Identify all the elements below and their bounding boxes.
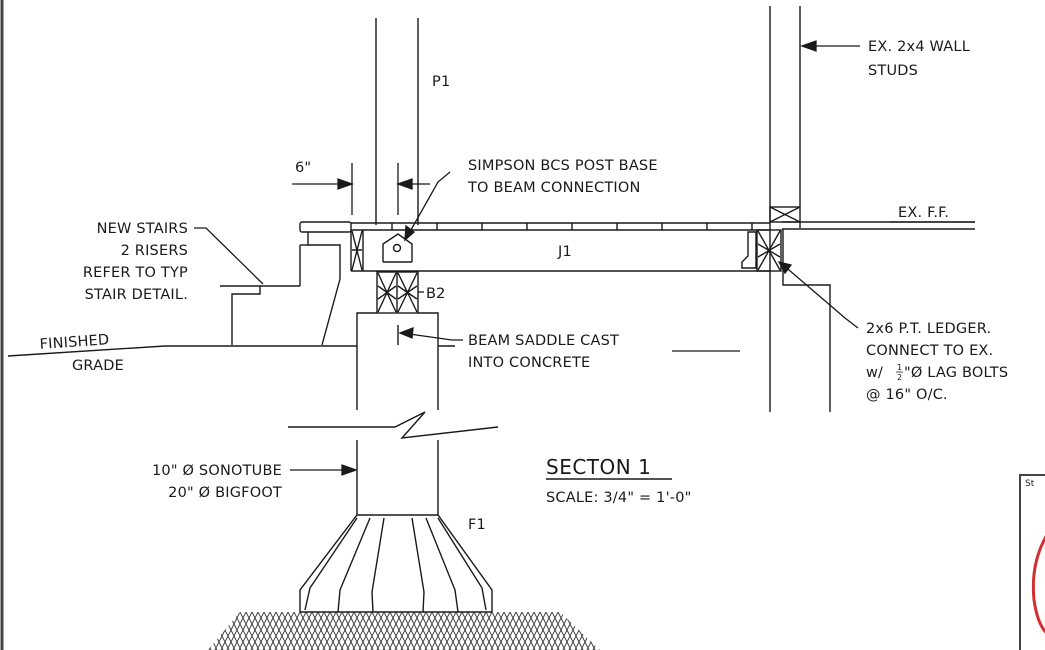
bigfoot-footing [299, 514, 493, 613]
simpson-post-base [382, 233, 413, 263]
new-stairs [220, 232, 341, 346]
label-bigfoot: 20" Ø BIGFOOT [168, 485, 282, 501]
label-simpson-2: TO BEAM CONNECTION [467, 180, 641, 196]
label-ledger-1: 2x6 P.T. LEDGER. [866, 321, 991, 337]
label-footing-f1: F1 [468, 517, 486, 533]
label-joist-j1: J1 [557, 244, 572, 260]
label-ledger-3-prefix: w/ [866, 365, 883, 381]
concrete-pier [288, 312, 499, 515]
label-saddle-1: BEAM SADDLE CAST [468, 333, 619, 349]
label-wall-studs-2: STUDS [868, 63, 918, 79]
section-scale: SCALE: 3/4" = 1'-0" [546, 490, 692, 506]
label-stairs-4: STAIR DETAIL. [85, 287, 188, 303]
label-grade: GRADE [72, 358, 124, 374]
label-stairs-2: 2 RISERS [121, 243, 188, 259]
grade-line [7, 345, 357, 357]
label-simpson-1: SIMPSON BCS POST BASE [468, 158, 658, 174]
annotations: EX. 2x4 WALL STUDS P1 6" SIMPSON BCS POS… [39, 39, 1008, 533]
label-post-p1: P1 [432, 74, 450, 90]
label-dim-6in: 6" [295, 160, 311, 176]
label-ledger-3-suffix: "Ø LAG BOLTS [904, 365, 1008, 381]
label-ledger-fraction-num: 1 [897, 363, 902, 372]
stamp-text: St [1025, 479, 1035, 489]
label-finished: FINISHED [39, 332, 110, 353]
label-stairs-3: REFER TO TYP [83, 265, 188, 281]
section-title: SECTON 1 [546, 455, 651, 479]
post-p1 [375, 18, 419, 225]
stamp-red-arc [1031, 535, 1045, 634]
deck-boards [299, 221, 770, 233]
label-beam-b2: B2 [426, 286, 446, 302]
partial-stamp: St [1019, 474, 1045, 650]
leaders [194, 40, 975, 480]
label-stairs-1: NEW STAIRS [97, 221, 188, 237]
label-saddle-2: INTO CONCRETE [468, 355, 590, 371]
label-wall-studs-1: EX. 2x4 WALL [868, 39, 970, 55]
label-ex-ff: EX. F.F. [898, 205, 949, 221]
label-ledger-fraction-den: 2 [897, 373, 902, 382]
label-ledger-2: CONNECT TO EX. [866, 343, 993, 359]
label-sonotube: 10" Ø SONOTUBE [152, 463, 282, 479]
linework [7, 6, 975, 613]
label-ledger-4: @ 16" O/C. [866, 387, 948, 403]
joist-j1 [350, 229, 782, 272]
gravel-base [208, 612, 600, 650]
beam-b2 [376, 271, 419, 314]
